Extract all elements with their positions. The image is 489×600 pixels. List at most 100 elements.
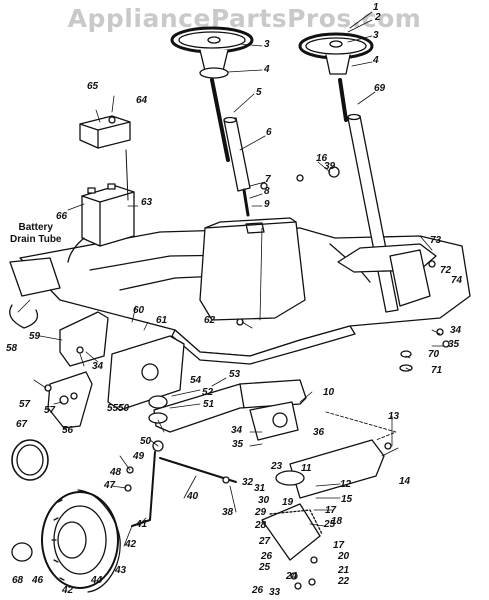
callout-67: 67 — [16, 419, 28, 430]
callout-62: 62 — [204, 315, 216, 326]
fasteners — [44, 116, 450, 590]
callout-4: 4 — [264, 64, 270, 75]
callout-16: 16 — [316, 153, 328, 164]
callout-44: 44 — [91, 575, 103, 586]
callout-55: 55 — [107, 403, 119, 414]
callout-58: 58 — [6, 343, 18, 354]
callout-72: 72 — [440, 265, 452, 276]
callout-73: 73 — [430, 235, 442, 246]
callout-38: 38 — [222, 507, 234, 518]
console-tower — [199, 217, 306, 321]
callout-34: 34 — [450, 325, 462, 336]
callout-60: 60 — [133, 305, 145, 316]
callout-42b: 42 — [62, 585, 74, 596]
callout-61: 61 — [156, 315, 168, 326]
callout-24: 24 — [286, 571, 298, 582]
column-right — [337, 113, 437, 313]
callout-41: 41 — [136, 519, 148, 530]
callout-1: 1 — [373, 2, 379, 13]
callout-49: 49 — [133, 451, 145, 462]
callout-6: 6 — [266, 127, 272, 138]
callout-28: 28 — [255, 520, 267, 531]
callout-54: 54 — [190, 375, 202, 386]
bracket-56 — [47, 371, 93, 429]
callout-11: 11 — [301, 463, 312, 474]
battery-note-line1: Battery — [18, 222, 53, 233]
callout-32: 32 — [242, 477, 254, 488]
callout-17b: 17 — [333, 540, 345, 551]
callout-31: 31 — [254, 483, 266, 494]
callout-20: 20 — [338, 551, 350, 562]
callout-8: 8 — [264, 186, 270, 197]
callout-50b: 50 — [118, 403, 130, 414]
callout-17: 17 — [325, 505, 337, 516]
callout-25b: 25 — [259, 562, 271, 573]
battery-assembly — [67, 115, 135, 263]
callout-10: 10 — [323, 387, 335, 398]
side-panels — [59, 311, 185, 411]
callout-22: 22 — [338, 576, 350, 587]
front-wheel — [11, 489, 121, 593]
callout-34c: 34 — [231, 425, 243, 436]
callout-64: 64 — [136, 95, 148, 106]
callout-7: 7 — [265, 174, 271, 185]
callout-47: 47 — [104, 480, 116, 491]
sector-gear — [261, 503, 323, 561]
callout-15: 15 — [341, 494, 353, 505]
callout-19: 19 — [282, 497, 294, 508]
steering-wheel-right — [298, 32, 374, 122]
callout-23: 23 — [271, 461, 283, 472]
callout-57b: 57 — [44, 405, 56, 416]
watermark: AppliancePartsPros.com — [67, 4, 422, 33]
callout-30: 30 — [258, 495, 270, 506]
callout-33: 33 — [269, 587, 281, 598]
callout-18: 18 — [331, 516, 343, 527]
callout-25: 25 — [324, 519, 336, 530]
leader-lines — [17, 11, 445, 547]
callout-59: 59 — [29, 331, 41, 342]
steering-box — [249, 401, 397, 499]
callout-63: 63 — [141, 197, 153, 208]
left-bracket — [9, 257, 61, 329]
callout-68: 68 — [12, 575, 24, 586]
front-axle — [153, 379, 307, 433]
callout-4b: 4 — [373, 55, 379, 66]
callout-26b: 26 — [252, 585, 264, 596]
callout-52: 52 — [202, 387, 214, 398]
callout-65: 65 — [87, 81, 99, 92]
callout-43: 43 — [115, 565, 127, 576]
callout-69: 69 — [374, 83, 386, 94]
callout-50: 50 — [140, 436, 152, 447]
callout-34b: 34 — [92, 361, 104, 372]
callout-35b: 35 — [232, 439, 244, 450]
callout-3: 3 — [264, 39, 270, 50]
callout-39: 39 — [324, 161, 336, 172]
battery-note-line2: Drain Tube — [10, 234, 62, 245]
callout-56: 56 — [62, 425, 74, 436]
hub-cap — [11, 439, 49, 481]
callout-70: 70 — [428, 349, 440, 360]
callout-51: 51 — [203, 399, 215, 410]
callout-21: 21 — [338, 565, 350, 576]
callout-71: 71 — [431, 365, 443, 376]
callout-40: 40 — [187, 491, 199, 502]
callout-35: 35 — [448, 339, 460, 350]
callout-5: 5 — [256, 87, 262, 98]
steering-wheel-left — [170, 26, 254, 162]
callout-12: 12 — [340, 479, 352, 490]
callout-3b: 3 — [373, 30, 379, 41]
callout-2: 2 — [375, 12, 381, 23]
callout-53: 53 — [229, 369, 241, 380]
steering-column — [223, 116, 251, 217]
callout-57: 57 — [19, 399, 31, 410]
battery-note: Battery Drain Tube — [10, 222, 61, 246]
callout-46: 46 — [32, 575, 44, 586]
callout-36: 36 — [313, 427, 325, 438]
callout-66: 66 — [56, 211, 68, 222]
callout-74: 74 — [451, 275, 463, 286]
callout-29: 29 — [255, 507, 267, 518]
callout-48: 48 — [110, 467, 122, 478]
callout-9: 9 — [264, 199, 270, 210]
callout-26: 26 — [261, 551, 273, 562]
